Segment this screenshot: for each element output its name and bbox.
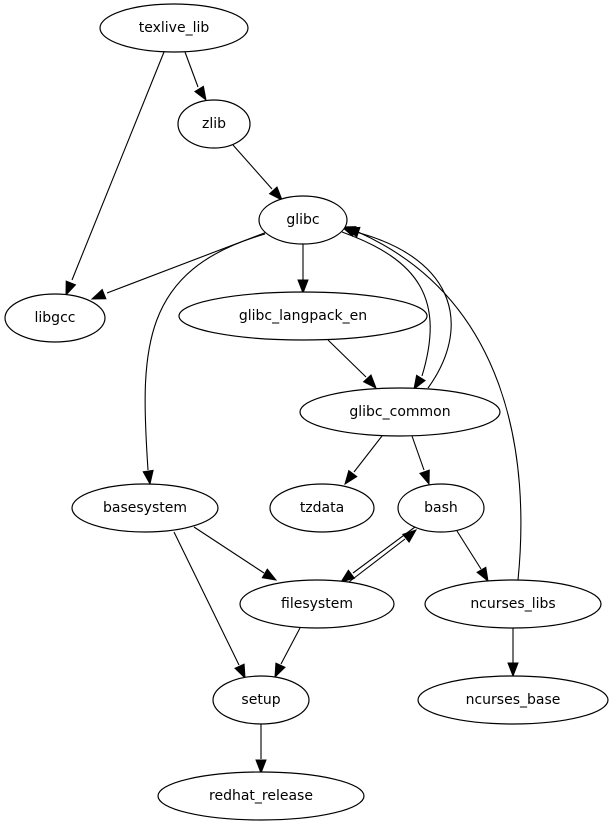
edge-setup-to-redhat-release	[255, 724, 267, 775]
arrowhead-icon	[90, 288, 107, 300]
node-ellipse	[258, 195, 348, 245]
node-filesystem: filesystem	[239, 579, 395, 629]
node-label: zlib	[202, 116, 226, 132]
edge-line	[71, 51, 165, 281]
edges-layer	[65, 51, 522, 775]
node-label: glibc_langpack_en	[239, 308, 367, 324]
node-ellipse	[178, 291, 428, 341]
edge-texlive-lib-to-libgcc	[65, 51, 165, 297]
edge-zlib-to-glibc	[232, 144, 283, 202]
edge-line	[327, 339, 367, 378]
arrowhead-icon	[401, 529, 418, 543]
node-zlib: zlib	[177, 99, 251, 149]
node-ellipse	[99, 3, 249, 53]
node-ellipse	[4, 293, 106, 343]
node-label: texlive_lib	[139, 20, 210, 36]
arrowhead-icon	[261, 568, 278, 581]
arrowhead-icon	[297, 279, 309, 295]
node-ncurses-base: ncurses_base	[417, 675, 609, 725]
arrowhead-icon	[419, 469, 430, 486]
edge-basesystem-to-filesystem	[193, 526, 278, 581]
arrowhead-icon	[255, 759, 267, 775]
node-ellipse	[397, 483, 485, 533]
edge-line	[344, 538, 406, 586]
node-label: libgcc	[35, 310, 76, 326]
edge-glibc-to-glibc-common	[341, 231, 431, 391]
node-label: glibc_common	[349, 404, 450, 420]
node-ncurses-libs: ncurses_libs	[424, 579, 602, 629]
node-bash: bash	[397, 483, 485, 533]
edge-line	[173, 531, 240, 666]
node-label: filesystem	[281, 596, 353, 612]
node-ellipse	[269, 483, 375, 533]
edge-line	[456, 530, 482, 570]
node-texlive-lib: texlive_lib	[99, 3, 249, 53]
edge-filesystem-to-setup	[274, 627, 301, 679]
node-basesystem: basesystem	[71, 483, 219, 533]
node-label: redhat_release	[209, 788, 313, 804]
edge-line	[193, 526, 265, 574]
arrowhead-icon	[339, 569, 356, 583]
edge-ncurses-libs-to-ncurses-base	[507, 628, 519, 678]
arrowhead-icon	[234, 663, 246, 680]
arrowhead-icon	[194, 85, 207, 102]
node-ellipse	[157, 771, 365, 821]
edge-line	[341, 231, 431, 377]
edge-texlive-lib-to-zlib	[184, 51, 207, 102]
edge-line	[353, 435, 383, 473]
edge-glibc-common-to-bash	[411, 435, 430, 486]
node-ellipse	[239, 579, 395, 629]
arrowhead-icon	[344, 469, 358, 486]
node-ellipse	[71, 483, 219, 533]
node-ellipse	[177, 99, 251, 149]
edge-line	[280, 627, 301, 665]
edge-bash-to-ncurses-libs	[456, 530, 489, 583]
arrowhead-icon	[274, 662, 286, 679]
node-label: glibc	[286, 212, 319, 228]
arrowhead-icon	[344, 226, 361, 238]
edge-line	[357, 231, 522, 581]
arrowhead-icon	[507, 662, 519, 678]
arrowhead-icon	[476, 566, 489, 583]
node-glibc: glibc	[258, 195, 348, 245]
node-ellipse	[212, 675, 310, 725]
node-libgcc: libgcc	[4, 293, 106, 343]
arrowhead-icon	[268, 186, 283, 202]
edge-ncurses-libs-to-glibc	[344, 226, 522, 581]
arrowhead-icon	[142, 469, 154, 486]
node-label: setup	[241, 692, 280, 708]
node-ellipse	[424, 579, 602, 629]
edge-glibc-to-basesystem	[142, 233, 266, 486]
arrowhead-icon	[413, 374, 426, 391]
node-label: basesystem	[103, 500, 187, 516]
edge-filesystem-to-bash	[344, 529, 418, 586]
edge-glibc-langpack-en-to-glibc-common	[327, 339, 377, 390]
node-label: ncurses_base	[466, 692, 561, 708]
edge-line	[144, 233, 266, 471]
edge-basesystem-to-setup	[173, 531, 246, 680]
node-label: bash	[424, 500, 458, 516]
edge-line	[411, 435, 425, 471]
edge-line	[232, 144, 273, 190]
edge-line	[355, 231, 452, 389]
arrowhead-icon	[362, 374, 377, 390]
arrowhead-icon	[65, 280, 77, 297]
node-ellipse	[417, 675, 609, 725]
edge-glibc-to-glibc-langpack-en	[297, 244, 309, 295]
node-label: ncurses_libs	[470, 596, 555, 612]
node-glibc-langpack-en: glibc_langpack_en	[178, 291, 428, 341]
node-glibc-common: glibc_common	[299, 387, 501, 437]
node-label: tzdata	[300, 500, 344, 516]
node-tzdata: tzdata	[269, 483, 375, 533]
node-ellipse	[299, 387, 501, 437]
node-setup: setup	[212, 675, 310, 725]
node-redhat-release: redhat_release	[157, 771, 365, 821]
edge-glibc-common-to-tzdata	[344, 435, 383, 486]
edge-line	[184, 51, 199, 88]
